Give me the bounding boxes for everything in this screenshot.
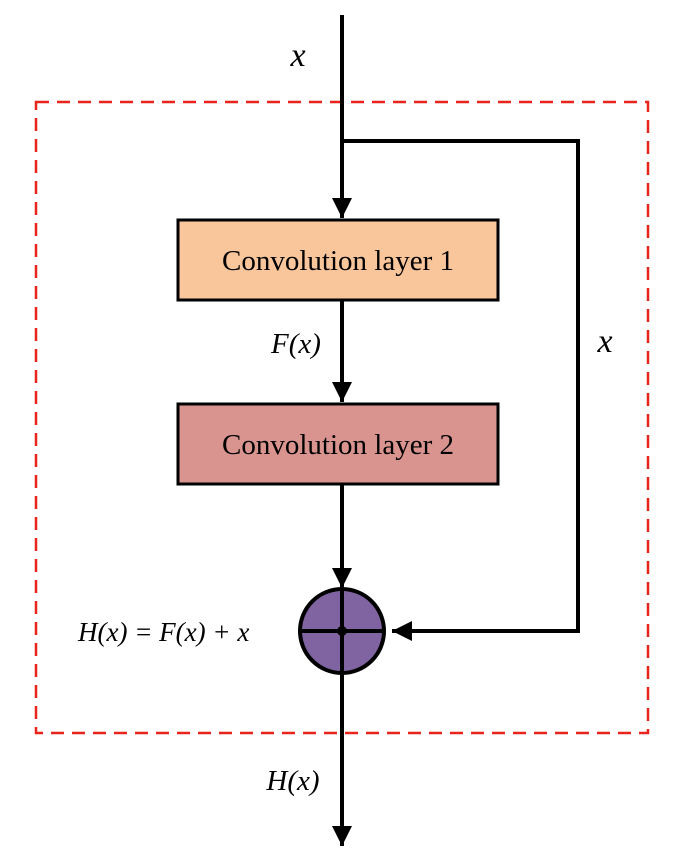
sum-label: H(x) = F(x) + x bbox=[77, 617, 249, 647]
adder-plus-icon bbox=[298, 587, 386, 675]
output-label: H(x) bbox=[265, 765, 319, 797]
input-label: x bbox=[289, 37, 305, 74]
skip-connection-path bbox=[342, 139, 580, 641]
convolution-layer-2-label: Convolution layer 2 bbox=[222, 429, 454, 461]
convolution-layer-2-box bbox=[176, 402, 500, 486]
convolution-layer-1-label: Convolution layer 1 bbox=[222, 245, 454, 277]
convolution-layer-1-box bbox=[176, 218, 500, 302]
skip-label: x bbox=[596, 323, 612, 360]
fx-label: F(x) bbox=[270, 328, 321, 360]
